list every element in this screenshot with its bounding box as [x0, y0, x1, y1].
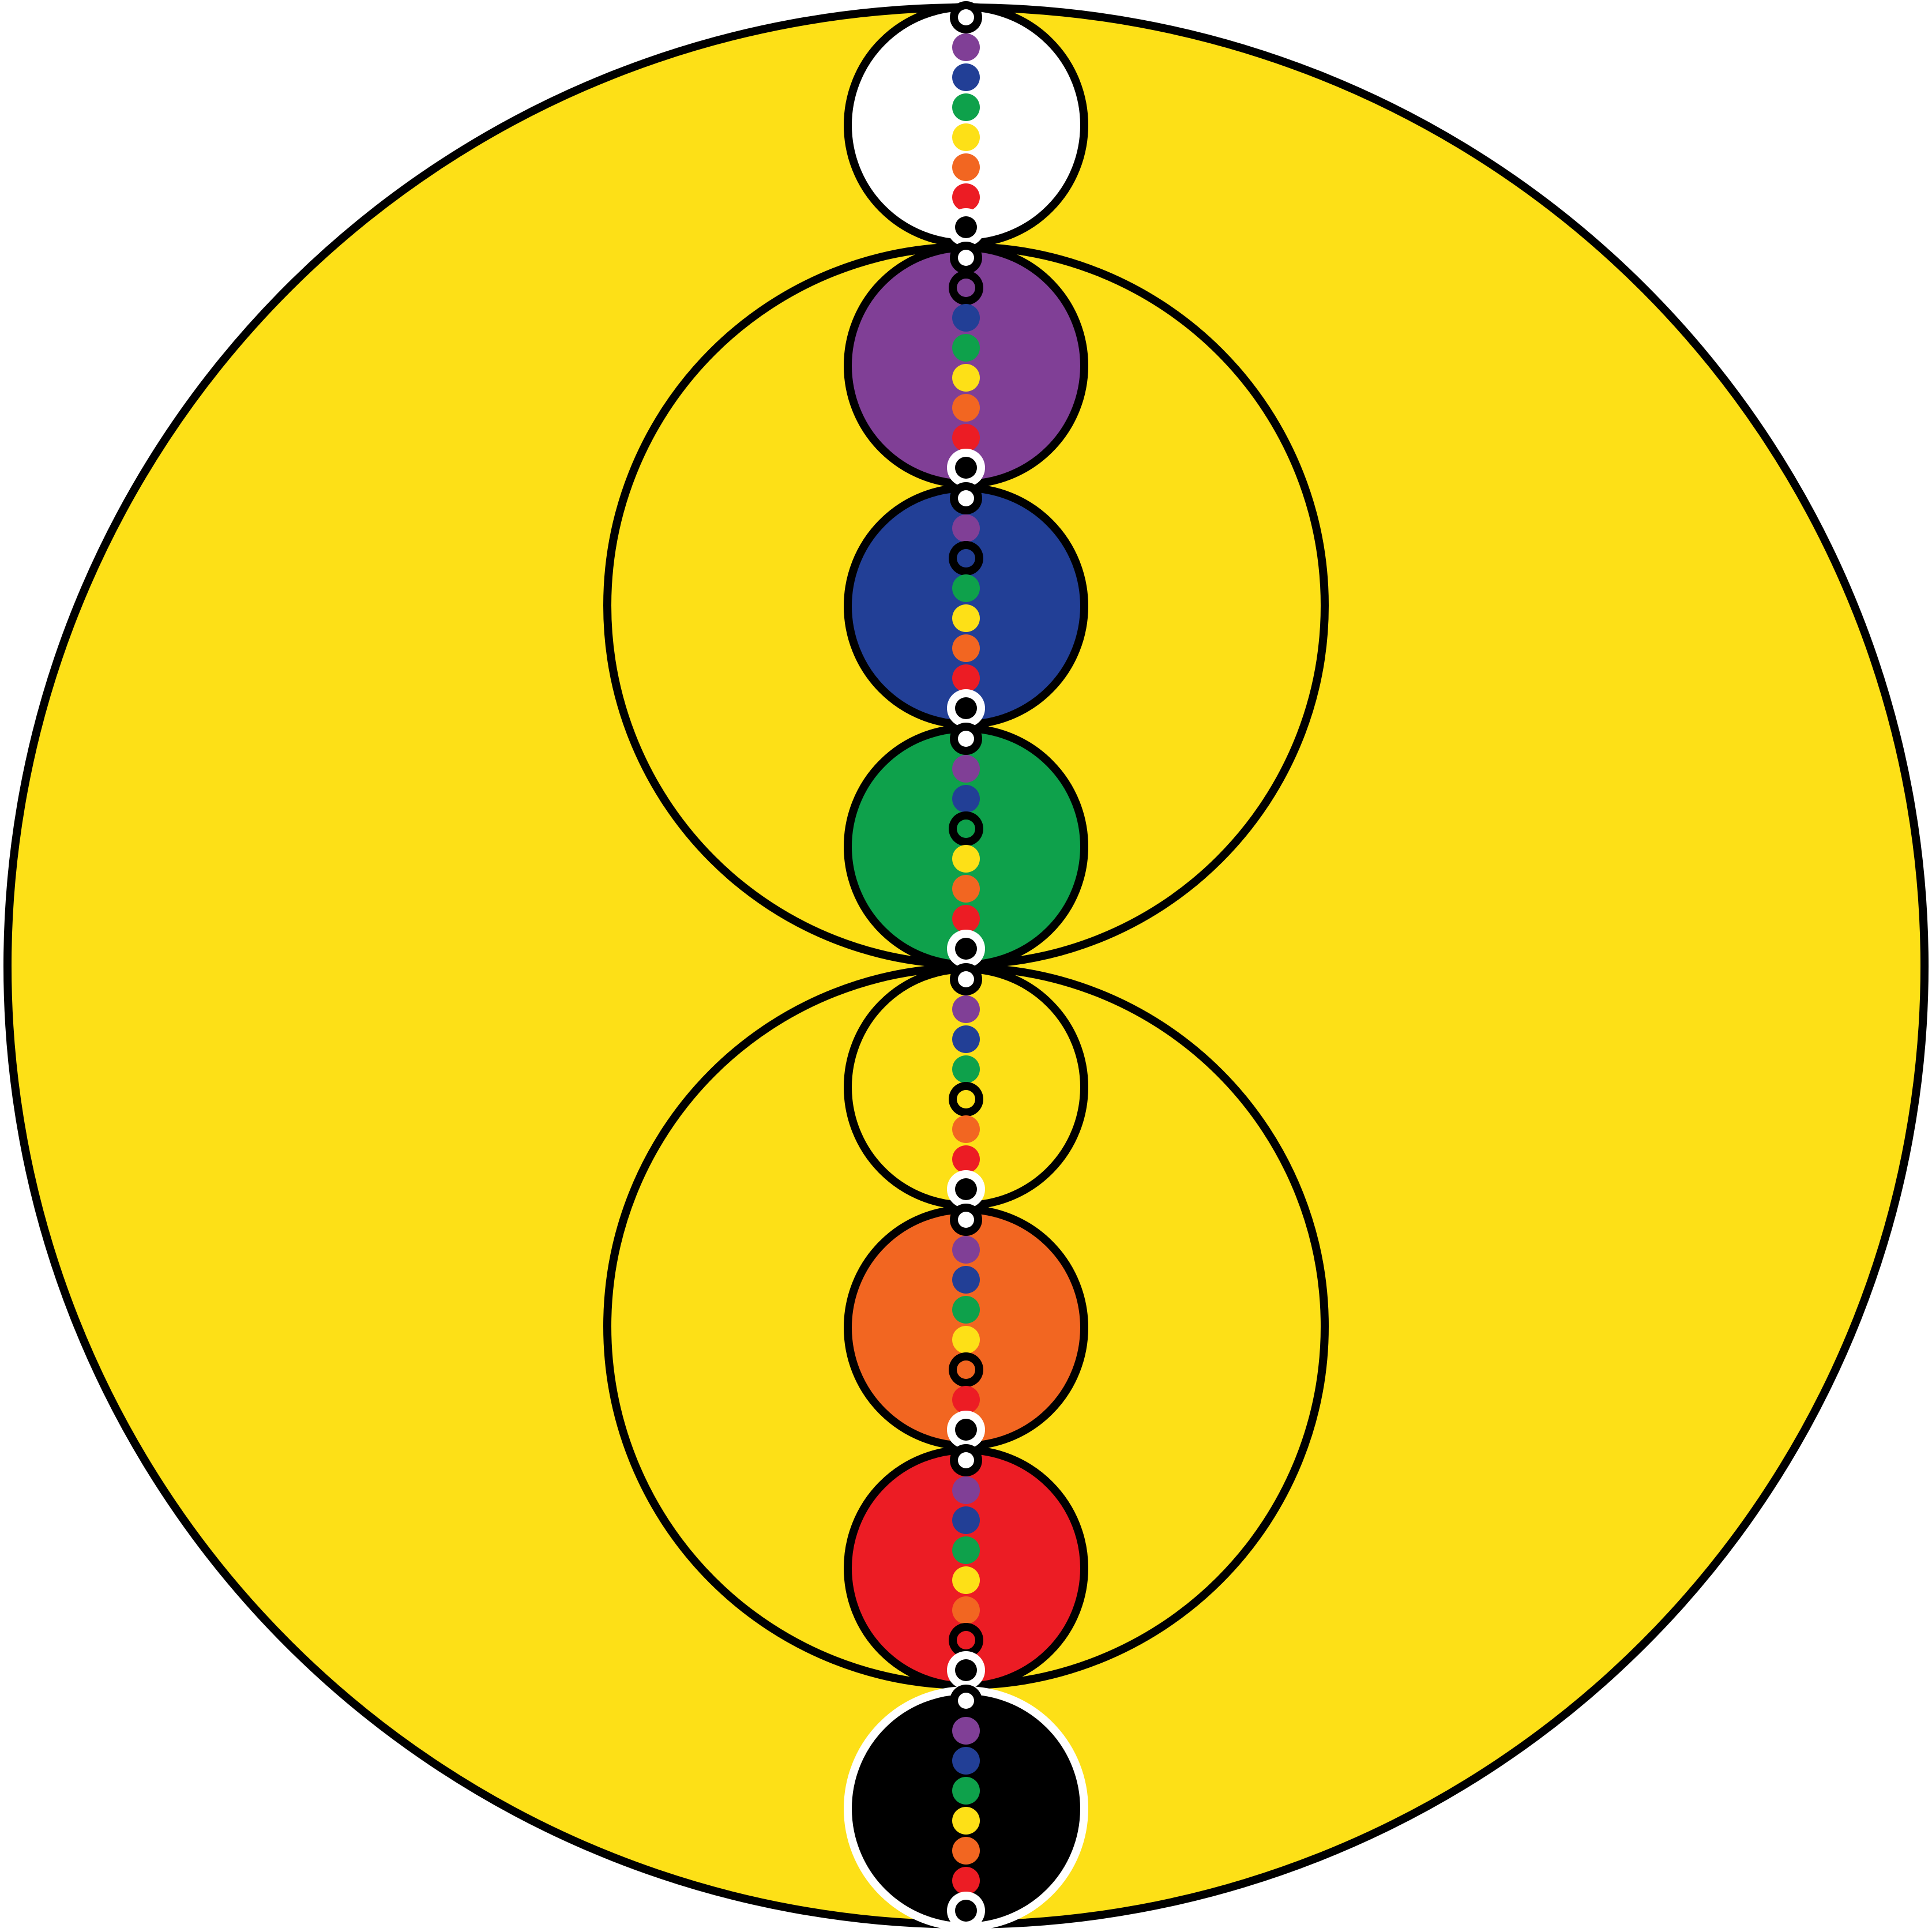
- bead-orange-green: [952, 1296, 980, 1324]
- bead-yellow-violet: [952, 995, 980, 1023]
- bead-white-indigo: [952, 63, 980, 91]
- bead-green-violet: [952, 755, 980, 783]
- bead-yellow-orange: [952, 1115, 980, 1143]
- bead-violet-indigo: [952, 304, 980, 332]
- bead-white-violet: [952, 33, 980, 61]
- bead-indigo-black: [947, 689, 985, 727]
- bead-black-red: [952, 1867, 980, 1895]
- bead-violet-orange: [952, 394, 980, 422]
- bead-red-red: [949, 1623, 983, 1657]
- bead-violet-yellow: [952, 364, 980, 392]
- bead-orange-red: [952, 1386, 980, 1414]
- bead-white-yellow: [952, 123, 980, 151]
- bead-red-indigo: [952, 1506, 980, 1534]
- bead-black-indigo: [952, 1747, 980, 1775]
- bead-orange-white: [950, 1204, 982, 1236]
- bead-red-black: [947, 1651, 985, 1689]
- bead-white-black: [947, 208, 985, 246]
- bead-black-yellow: [952, 1807, 980, 1835]
- bead-orange-orange: [949, 1352, 983, 1387]
- bead-black-green: [952, 1777, 980, 1805]
- bead-green-black: [947, 930, 985, 968]
- bead-indigo-violet: [952, 514, 980, 542]
- bead-orange-violet: [952, 1236, 980, 1264]
- bead-red-white: [950, 1444, 982, 1476]
- bead-violet-red: [952, 424, 980, 452]
- bead-yellow-white: [950, 963, 982, 995]
- bead-violet-black: [947, 449, 985, 487]
- bead-white-green: [952, 93, 980, 121]
- bead-black-violet: [952, 1717, 980, 1745]
- bead-green-red: [952, 905, 980, 933]
- bead-orange-black: [947, 1411, 985, 1449]
- bead-violet-violet: [949, 270, 983, 305]
- bead-violet-white: [950, 242, 982, 274]
- bead-green-orange: [952, 875, 980, 903]
- bead-indigo-green: [952, 574, 980, 602]
- bead-yellow-green: [952, 1055, 980, 1083]
- bead-indigo-indigo: [949, 541, 983, 576]
- bead-orange-indigo: [952, 1266, 980, 1294]
- bead-indigo-orange: [952, 634, 980, 662]
- bead-red-violet: [952, 1476, 980, 1504]
- bead-violet-green: [952, 334, 980, 362]
- bead-white-red: [952, 183, 980, 211]
- bead-white-white: [950, 1, 982, 33]
- bead-red-green: [952, 1536, 980, 1564]
- bead-red-yellow: [952, 1566, 980, 1594]
- bead-green-green: [949, 811, 983, 846]
- bead-black-black: [947, 1892, 985, 1930]
- bead-indigo-white: [950, 482, 982, 514]
- bead-black-white: [950, 1685, 982, 1717]
- bead-black-orange: [952, 1837, 980, 1865]
- bead-indigo-yellow: [952, 604, 980, 632]
- bead-green-yellow: [952, 845, 980, 873]
- bead-orange-yellow: [952, 1326, 980, 1354]
- bead-yellow-red: [952, 1145, 980, 1173]
- bead-white-orange: [952, 153, 980, 181]
- bead-yellow-yellow: [949, 1082, 983, 1117]
- bead-green-white: [950, 723, 982, 755]
- bead-red-orange: [952, 1596, 980, 1624]
- bead-green-indigo: [952, 785, 980, 813]
- beads-layer: [947, 1, 985, 1930]
- bead-yellow-indigo: [952, 1025, 980, 1053]
- bead-yellow-black: [947, 1170, 985, 1208]
- bead-indigo-red: [952, 664, 980, 692]
